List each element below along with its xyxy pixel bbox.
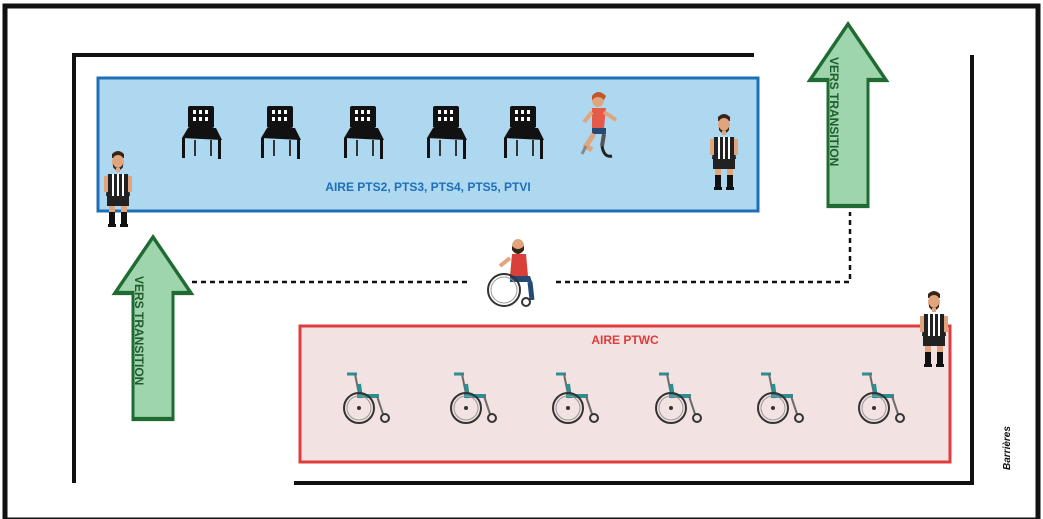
area-wheelchair-label: AIRE PTWC <box>591 333 659 347</box>
barriers <box>72 53 974 485</box>
barrier-left <box>72 53 754 483</box>
wheelchair-athlete-icon <box>487 239 535 307</box>
arrow-transition-left <box>115 237 191 419</box>
barriers-label: Barrières <box>1002 426 1013 470</box>
area-wheelchair <box>298 324 952 464</box>
prosthetic-runner-icon <box>580 92 618 158</box>
barrier-right <box>294 55 974 485</box>
outer-frame <box>2 3 1041 519</box>
arrow-left-label: VERS TRANSITION <box>132 276 146 386</box>
arrow-right-label: VERS TRANSITION <box>827 57 841 167</box>
arrow-transition-right <box>810 24 886 206</box>
area-standing-label: AIRE PTS2, PTS3, PTS4, PTS5, PTVI <box>325 180 531 194</box>
path-right <box>556 212 852 284</box>
